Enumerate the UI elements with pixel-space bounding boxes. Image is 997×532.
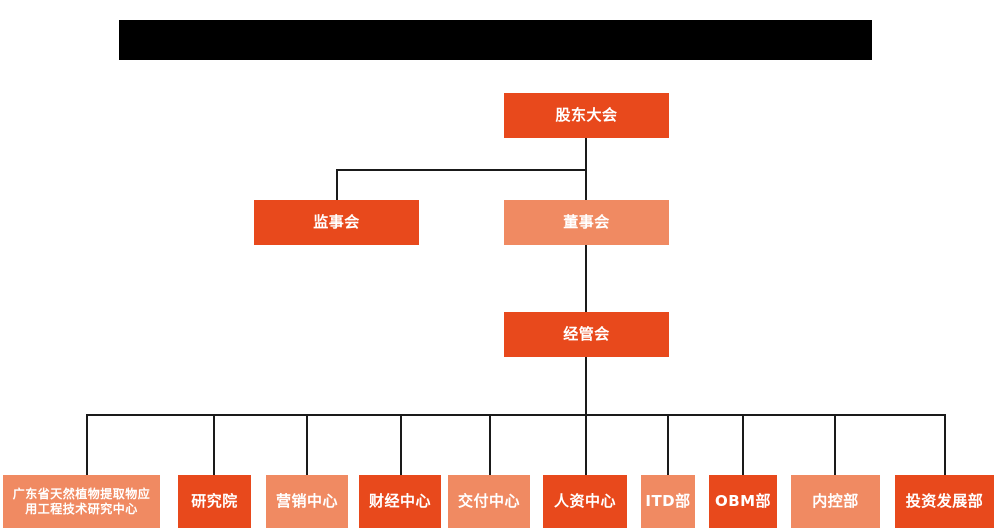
node-label-department-7: ITD部 xyxy=(645,492,691,511)
connector-department-bus xyxy=(86,414,946,416)
node-department-investment-development[interactable]: 投资发展部 xyxy=(895,475,994,528)
node-board-of-directors[interactable]: 董事会 xyxy=(504,200,669,245)
node-department-obm[interactable]: OBM部 xyxy=(709,475,777,528)
node-board-of-supervisors[interactable]: 监事会 xyxy=(254,200,419,245)
node-label-department-1: 广东省天然植物提取物应 用工程技术研究中心 xyxy=(12,486,151,516)
connector-directors-to-management xyxy=(585,245,587,312)
node-label-board-of-directors: 董事会 xyxy=(563,213,610,232)
node-department-finance-center[interactable]: 财经中心 xyxy=(359,475,441,528)
connector-drop-8 xyxy=(742,414,744,475)
node-department-delivery-center[interactable]: 交付中心 xyxy=(448,475,530,528)
connector-drop-7 xyxy=(667,414,669,475)
node-department-hr-center[interactable]: 人资中心 xyxy=(543,475,627,528)
node-department-marketing-center[interactable]: 营销中心 xyxy=(266,475,348,528)
connector-drop-10 xyxy=(944,414,946,475)
node-label-board-of-supervisors: 监事会 xyxy=(313,213,360,232)
node-label-department-4: 财经中心 xyxy=(368,492,431,511)
connector-drop-4 xyxy=(400,414,402,475)
node-label-department-3: 营销中心 xyxy=(275,492,338,511)
connector-shareholders-to-branch xyxy=(585,138,587,200)
connector-drop-1 xyxy=(86,414,88,475)
node-label-department-6: 人资中心 xyxy=(553,492,616,511)
redacted-title-bar xyxy=(119,20,872,60)
connector-drop-6 xyxy=(585,414,587,475)
connector-drop-9 xyxy=(834,414,836,475)
node-department-itd[interactable]: ITD部 xyxy=(641,475,695,528)
node-department-internal-control[interactable]: 内控部 xyxy=(791,475,880,528)
node-department-research-institute[interactable]: 研究院 xyxy=(178,475,251,528)
node-department-guangdong-research-center[interactable]: 广东省天然植物提取物应 用工程技术研究中心 xyxy=(3,475,160,528)
connector-drop-5 xyxy=(489,414,491,475)
node-label-shareholders-meeting: 股东大会 xyxy=(555,106,618,125)
node-management-committee[interactable]: 经管会 xyxy=(504,312,669,357)
connector-drop-2 xyxy=(213,414,215,475)
connector-drop-3 xyxy=(306,414,308,475)
node-label-department-10: 投资发展部 xyxy=(905,492,984,511)
connector-branch-horizontal xyxy=(336,169,586,171)
node-label-department-5: 交付中心 xyxy=(457,492,520,511)
node-label-department-2: 研究院 xyxy=(191,492,238,511)
node-label-management-committee: 经管会 xyxy=(563,325,610,344)
connector-branch-to-supervisors xyxy=(336,169,338,200)
node-label-department-9: 内控部 xyxy=(812,492,859,511)
node-shareholders-meeting[interactable]: 股东大会 xyxy=(504,93,669,138)
connector-management-to-bus xyxy=(585,357,587,415)
node-label-department-8: OBM部 xyxy=(714,492,772,511)
